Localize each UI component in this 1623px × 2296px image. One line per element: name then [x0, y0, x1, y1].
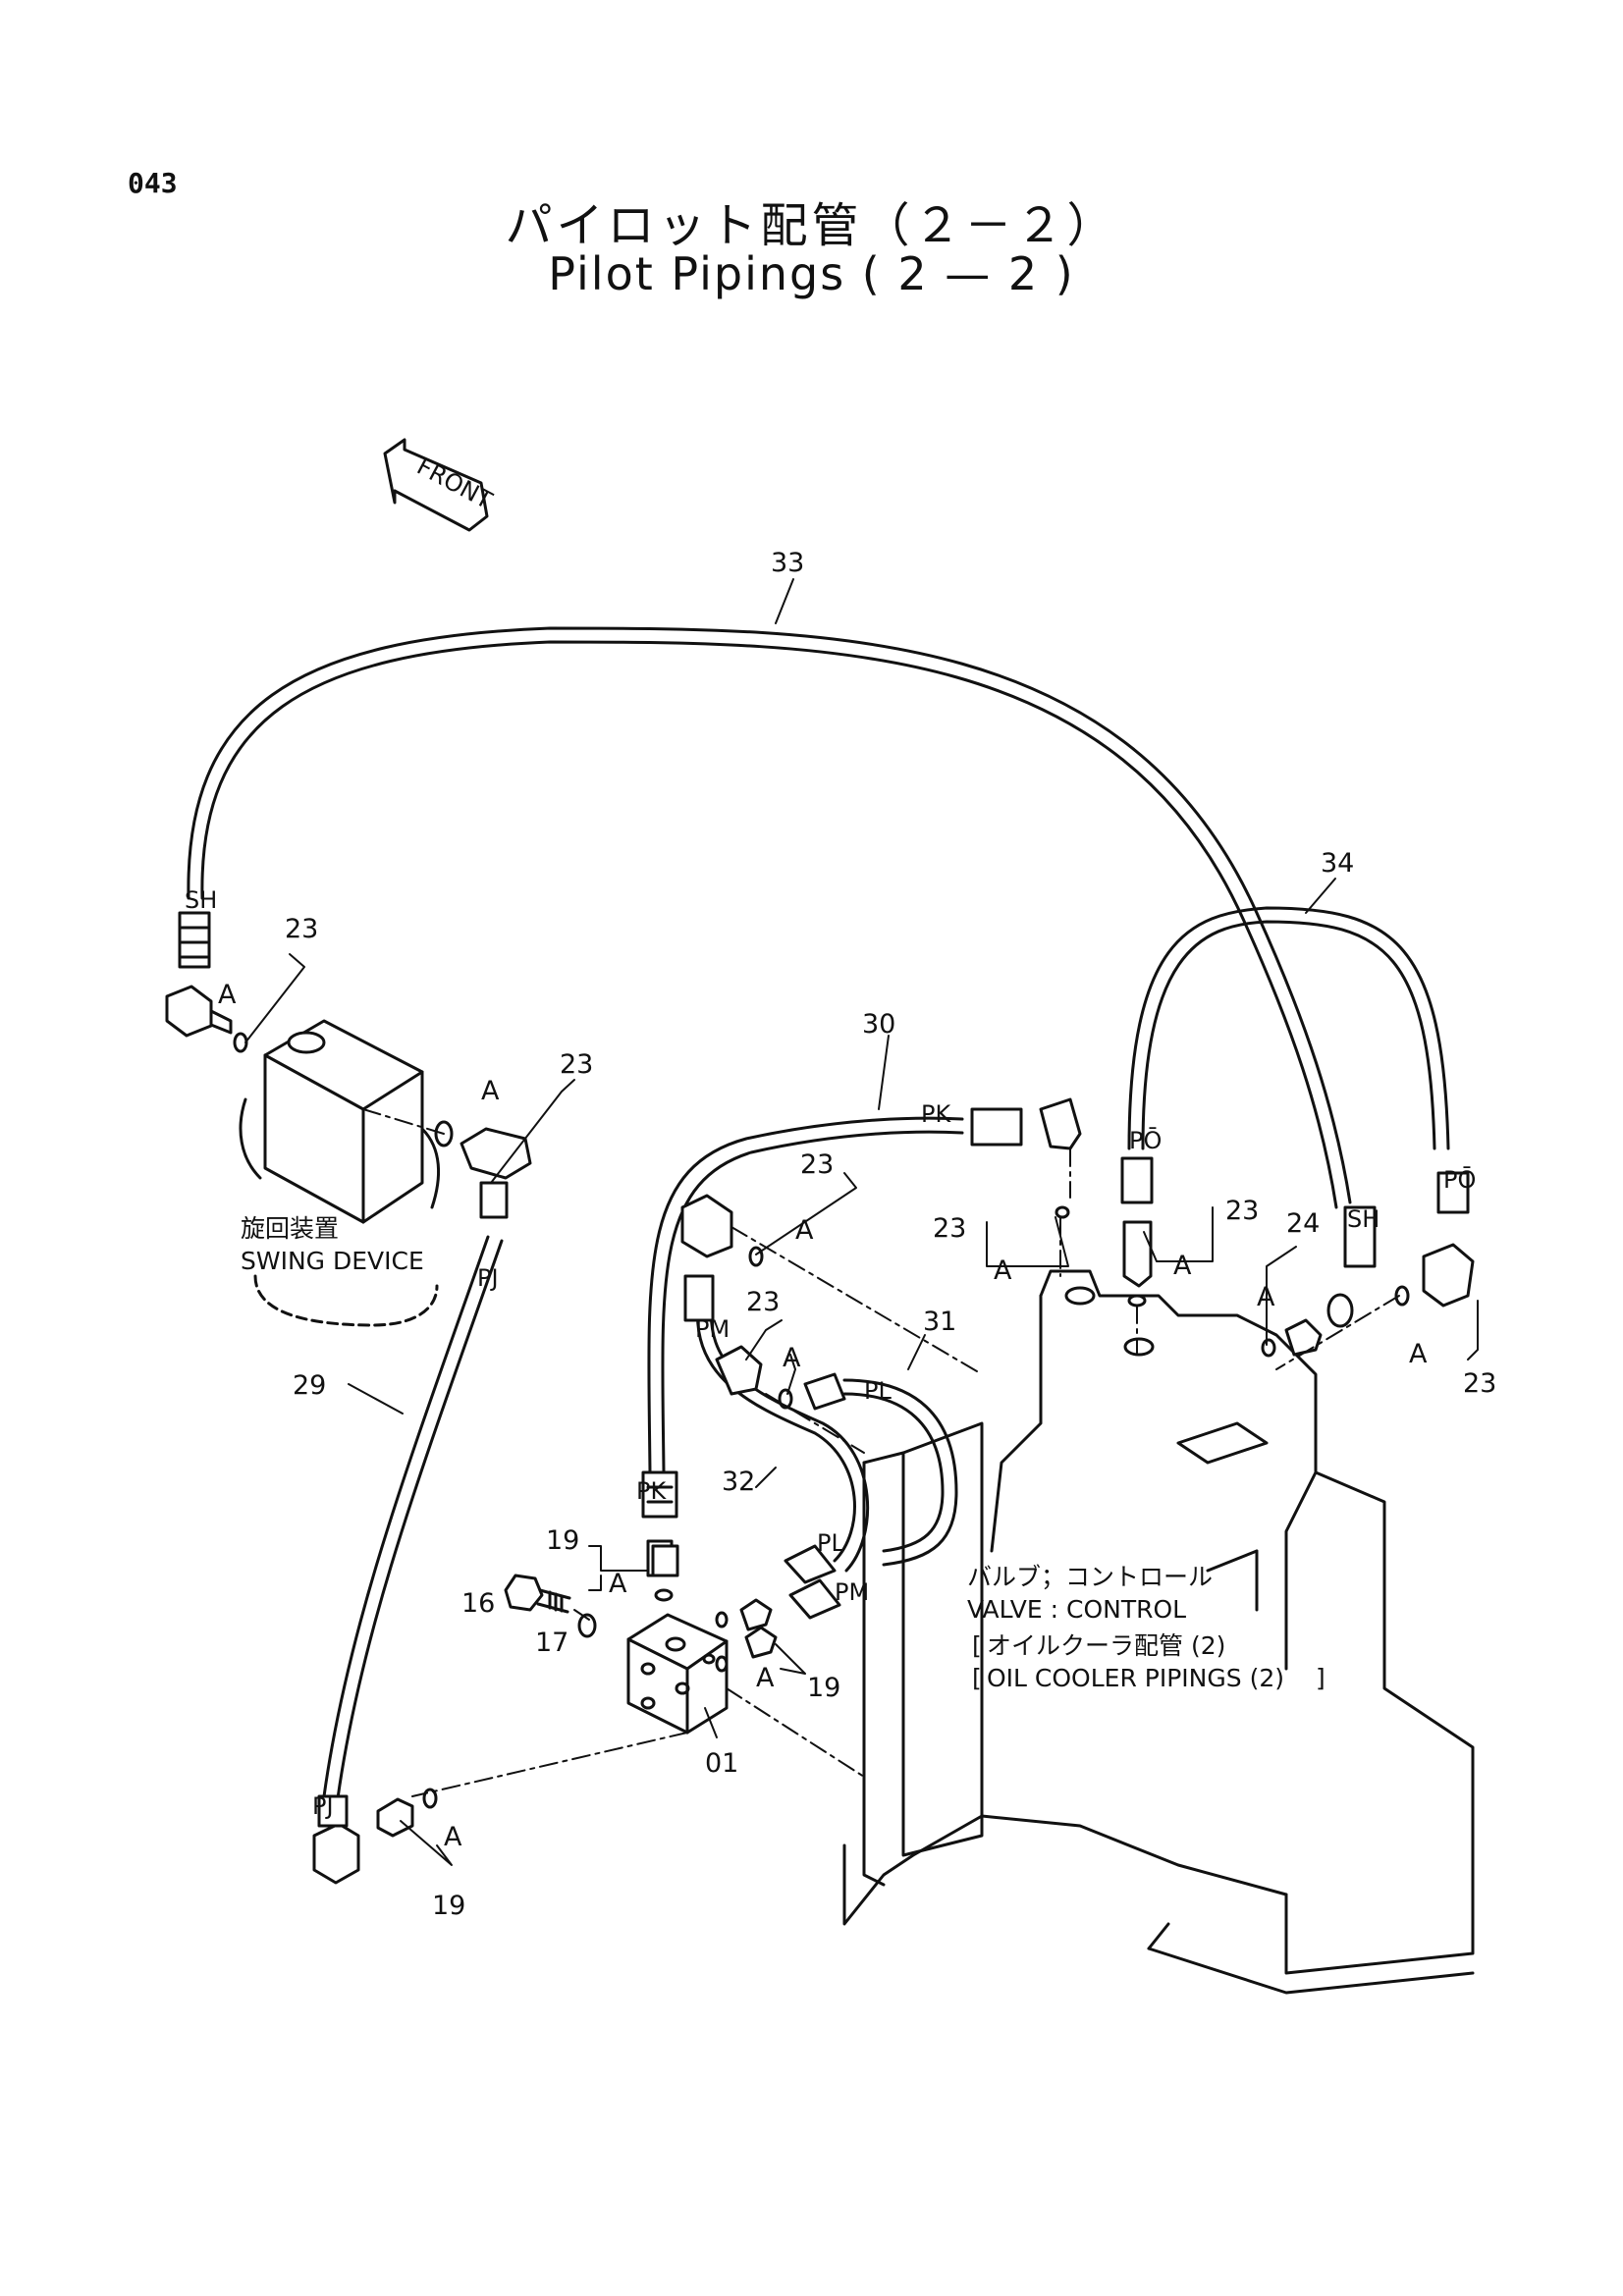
port-pl-label: PL: [817, 1529, 844, 1557]
seal-a-label: A: [756, 1663, 775, 1693]
fitting-19-bottom: [376, 1788, 438, 1838]
bracket-left: [: [972, 1631, 982, 1660]
part-30-label: 30: [862, 1009, 895, 1040]
seal-a-label: A: [994, 1255, 1012, 1286]
part-16-label: 16: [461, 1588, 495, 1619]
fitting-19-block-top: [651, 1544, 679, 1602]
bracket-right: ]: [1316, 1664, 1325, 1692]
part-34-label: 34: [1321, 848, 1354, 879]
part-19-label: 19: [432, 1891, 465, 1921]
port-pm-label: PM: [835, 1578, 869, 1606]
part-23-label: 23: [560, 1049, 593, 1080]
fitting-pl: [784, 1372, 846, 1620]
oil-cooler-label-en: OIL COOLER PIPINGS (2): [987, 1664, 1284, 1692]
part-33-label: 33: [771, 548, 804, 578]
part-29-label: 29: [293, 1370, 326, 1401]
bolt-16: [504, 1574, 571, 1614]
valve-label-ja: バルブ；コントロール: [967, 1563, 1213, 1591]
hose-34: [1127, 906, 1450, 1150]
port-pj-label: PJ: [477, 1264, 499, 1292]
part-19-label: 19: [546, 1525, 579, 1556]
oil-cooler-label-ja: オイルクーラ配管 (2): [987, 1631, 1225, 1660]
page-number: 043: [128, 167, 178, 199]
part-23-label: 23: [800, 1149, 834, 1180]
seal-a-label: A: [1257, 1282, 1275, 1312]
part-23-label: 23: [746, 1287, 780, 1317]
hose-30: [647, 1116, 964, 1474]
seal-a-label: A: [795, 1215, 814, 1246]
seal-a-label: A: [609, 1569, 627, 1599]
port-pj-label: PJ: [312, 1792, 334, 1820]
seal-a-label: A: [783, 1343, 801, 1373]
part-24-label: 24: [1286, 1208, 1320, 1239]
seal-a-label: A: [1173, 1251, 1192, 1281]
swing-device-outline: [239, 1019, 441, 1327]
fitting-23-swing-top: [165, 985, 248, 1053]
port-po-label: PŌ: [1129, 1126, 1162, 1154]
fitting-pj-bottom: [312, 1794, 360, 1885]
port-pk-label: PK: [636, 1477, 667, 1505]
hose-31: [842, 1378, 958, 1567]
hose-33: [187, 626, 1352, 1209]
part-19-label: 19: [807, 1673, 840, 1703]
bracket-left: [: [972, 1664, 982, 1692]
fitting-19-block-right: [715, 1598, 778, 1673]
title-japanese: パイロット配管（２－２）: [505, 198, 1118, 253]
part-31-label: 31: [923, 1307, 956, 1337]
title-english: Pilot Pipings ( 2 — 2 ): [548, 247, 1075, 300]
fitting-po-left: [1120, 1156, 1154, 1308]
part-23-label: 23: [285, 914, 318, 944]
fitting-23-left-mid: [680, 1194, 764, 1267]
fitting-sh-right: [1326, 1205, 1377, 1328]
port-po-label: PŌ: [1443, 1165, 1476, 1194]
manifold-block-01: [626, 1613, 729, 1735]
port-pk-label: PK: [921, 1100, 951, 1128]
port-pm-label: PM: [695, 1315, 730, 1343]
part-17-label: 17: [535, 1628, 568, 1658]
port-pl-label: PL: [864, 1377, 892, 1405]
fitting-24: [1261, 1318, 1323, 1358]
fitting-23-right-mid: [1055, 1205, 1070, 1219]
seal-a-label: A: [481, 1076, 500, 1106]
front-arrow-icon: [383, 438, 489, 532]
valve-label-en: VALVE : CONTROL: [967, 1595, 1186, 1624]
fitting-po-right: [1394, 1171, 1475, 1308]
swing-device-label-ja: 旋回装置: [241, 1214, 339, 1243]
seal-a-label: A: [1409, 1339, 1428, 1369]
part-23-label: 23: [1463, 1368, 1496, 1399]
port-sh-label: SH: [1347, 1205, 1380, 1233]
hose-32: [696, 1294, 870, 1573]
fitting-23-swing-right: [434, 1120, 532, 1219]
hose-29: [322, 1235, 504, 1800]
leader-lines: [244, 578, 1479, 1866]
part-23-label: 23: [1225, 1196, 1259, 1226]
swing-device-label-en: SWING DEVICE: [241, 1247, 424, 1275]
centerlines: [362, 1108, 1400, 1797]
seal-a-label: A: [218, 980, 237, 1010]
part-23-label: 23: [933, 1213, 966, 1244]
part-32-label: 32: [722, 1467, 755, 1497]
fitting-pk-right: [970, 1097, 1082, 1150]
port-sh-label: SH: [185, 886, 217, 914]
seal-a-label: A: [444, 1822, 462, 1852]
washer-17: [577, 1613, 597, 1638]
fitting-sh-left: [178, 911, 211, 969]
part-01-label: 01: [705, 1748, 738, 1779]
fitting-pm: [683, 1274, 793, 1410]
